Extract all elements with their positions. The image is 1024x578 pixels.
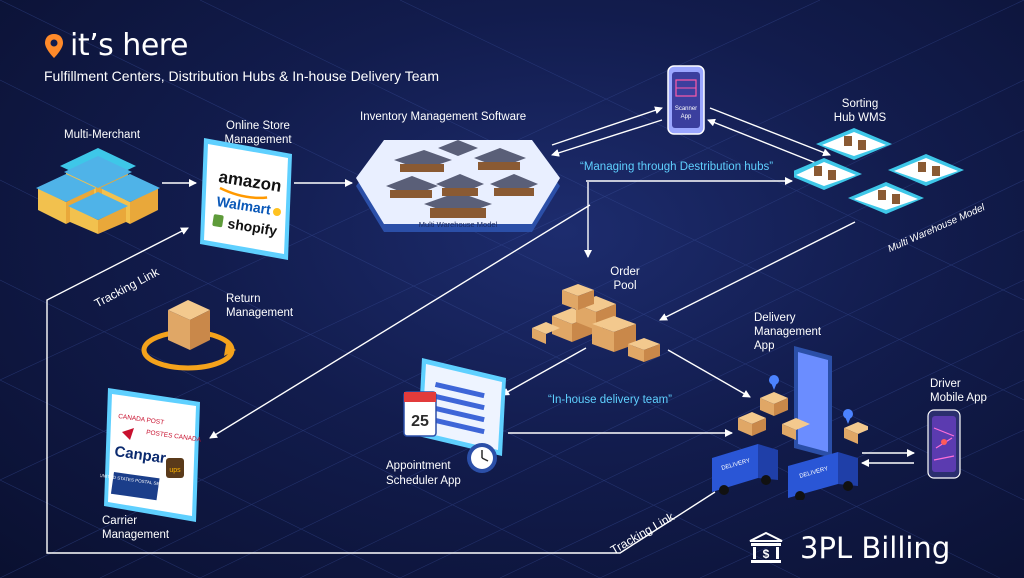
sorting-label-1: Sorting	[841, 98, 879, 110]
svg-text:$: $	[763, 547, 770, 561]
return-label-1: Return	[226, 293, 261, 305]
inventory-base-label: Multi Warehouse Model	[419, 220, 498, 229]
page-subtitle: Fulfillment Centers, Distribution Hubs &…	[44, 68, 440, 84]
scanner-label-2: App	[681, 114, 692, 120]
shopify-logo: shopify	[227, 215, 279, 239]
tracking-link-loop	[46, 227, 716, 554]
carrier-label-2: Management	[102, 529, 170, 541]
arrow-sorting-to-scanner	[707, 118, 827, 168]
arrow-scanner-to-inventory	[551, 119, 663, 157]
online-store-panel: amazon Walmart shopify	[200, 138, 292, 260]
bank-icon: $	[749, 531, 783, 563]
calendar-date: 25	[411, 413, 429, 430]
billing-label: 3PL Billing	[800, 531, 951, 565]
distribution-annotation: “Managing through Destribution hubs”	[580, 161, 774, 173]
appointment-scheduler-icon: 25	[403, 358, 506, 473]
carrier-panel: CANADA POST POSTES CANADA Canpar ups UNI…	[100, 388, 202, 522]
brand-logo: it’s here	[44, 28, 188, 63]
driver-label-2: Mobile App	[930, 392, 987, 404]
delivery-mgmt-label-1: Delivery	[754, 312, 796, 324]
delivery-mgmt-label-2: Management	[754, 326, 822, 338]
inventory-platform: Multi Warehouse Model	[356, 140, 560, 232]
merchant-stores-icon	[36, 148, 160, 234]
appointment-label-1: Appointment	[386, 460, 451, 472]
multi-merchant-label: Multi-Merchant	[64, 129, 141, 141]
delivery-management-scene: DELIVERY DELIVERY	[712, 346, 868, 500]
sorting-hub-platform	[794, 128, 964, 214]
order-pool-label-2: Pool	[613, 280, 637, 292]
arrow-orderpool-to-delivery	[667, 349, 751, 398]
delivery-mgmt-label-3: App	[754, 340, 775, 352]
inventory-title: Inventory Management Software	[360, 111, 527, 123]
order-pool-label-1: Order	[610, 266, 640, 278]
scanner-label-1: Scanner	[675, 106, 697, 112]
location-pin-icon	[45, 33, 63, 58]
brand-name: it’s here	[70, 28, 188, 63]
online-store-label-2: Management	[224, 134, 292, 146]
online-store-label-1: Online Store	[226, 120, 290, 132]
arrow-orderpool-to-scheduler	[501, 347, 587, 396]
driver-label-1: Driver	[930, 378, 961, 390]
sorting-label-2: Hub WMS	[833, 112, 887, 124]
inhouse-annotation: “In-house delivery team”	[548, 394, 672, 406]
return-box-icon	[141, 300, 236, 371]
billing-badge: $ 3PL Billing	[748, 530, 950, 566]
arrow-inventory-to-carrier	[209, 204, 591, 439]
arrow-scanner-to-sorting	[709, 107, 831, 157]
scanner-phone: Scanner App	[667, 65, 705, 135]
driver-phone	[927, 409, 961, 479]
return-label-2: Management	[226, 307, 294, 319]
arrow-sorting-to-orderpool	[659, 221, 856, 321]
arrow-inventory-to-scanner	[551, 106, 663, 146]
carrier-label-1: Carrier	[102, 515, 138, 527]
appointment-label-2: Scheduler App	[386, 475, 461, 487]
ups-logo: ups	[169, 467, 181, 474]
order-pool-boxes	[532, 284, 660, 362]
